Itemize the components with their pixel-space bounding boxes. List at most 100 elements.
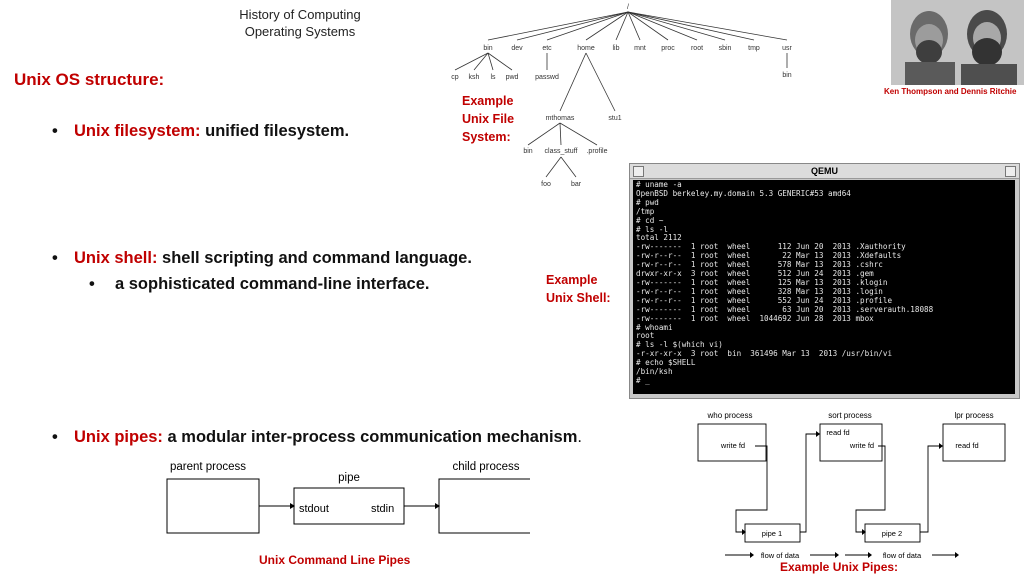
fs-node-profile: .profile bbox=[586, 148, 607, 155]
terminal-line: -rw------- 1 root wheel 125 Mar 13 2013 … bbox=[636, 277, 888, 287]
bullet-pipes-tail: . bbox=[577, 428, 582, 446]
fs-node-stu1: stu1 bbox=[608, 115, 621, 122]
bullet-filesystem: •Unix filesystem: unified filesystem. bbox=[52, 122, 350, 140]
terminal-line: # _ bbox=[636, 375, 650, 385]
bullet-shell: •Unix shell: shell scripting and command… bbox=[52, 249, 472, 267]
bullet-filesystem-keyword: Unix filesystem: bbox=[74, 122, 201, 140]
example-pipes-caption: Example Unix Pipes: bbox=[780, 560, 899, 574]
terminal-title: QEMU bbox=[811, 166, 838, 176]
terminal-line: # cd ~ bbox=[636, 215, 664, 225]
sort-write-fd-label: write fd bbox=[849, 441, 874, 450]
arrow-head-pipe1 bbox=[742, 529, 746, 535]
header-line-1: History of Computing bbox=[239, 7, 361, 22]
terminal-line: root bbox=[636, 331, 655, 341]
sort-process-box bbox=[819, 423, 883, 462]
terminal-line: # pwd bbox=[636, 197, 659, 207]
pipe2-to-lpr-arrow bbox=[920, 445, 943, 533]
fs-node-proc: proc bbox=[661, 45, 675, 52]
terminal-line: -rw------- 1 root wheel 63 Jun 20 2013 .… bbox=[636, 304, 934, 314]
stdout-label: stdout bbox=[299, 503, 329, 515]
fs-node-pwd: pwd bbox=[506, 74, 519, 81]
pipe-label: pipe bbox=[338, 472, 360, 484]
fs-node-etc: etc bbox=[542, 45, 552, 52]
shell-caption-line-2: Unix Shell: bbox=[546, 291, 611, 305]
fs-example-caption: Example Unix File System: bbox=[462, 92, 514, 146]
pipe1-to-sort-arrow bbox=[800, 433, 820, 533]
fs-node-mnt: mnt bbox=[634, 45, 646, 52]
bullet-pipes: •Unix pipes: a modular inter-process com… bbox=[52, 428, 582, 446]
bullet-shell-sub: •a sophisticated command-line interface. bbox=[89, 275, 430, 293]
bullet-pipes-text: a modular inter-process communication me… bbox=[167, 428, 578, 446]
section-title: Unix OS structure: bbox=[14, 70, 165, 89]
portrait-photo-icon bbox=[891, 0, 1024, 85]
flow-arrow-3-head bbox=[868, 552, 872, 558]
terminal-maximize-icon[interactable] bbox=[1005, 166, 1016, 177]
flow-arrow-4-head bbox=[955, 552, 959, 558]
pipe2-label: pipe 2 bbox=[882, 529, 902, 538]
arrow-head-2 bbox=[435, 503, 440, 509]
shell-caption-line-1: Example bbox=[546, 273, 598, 287]
shell-example-caption: Example Unix Shell: bbox=[546, 271, 611, 307]
sort-process-label: sort process bbox=[828, 411, 872, 420]
fs-node-mthomas-bin: bin bbox=[523, 148, 532, 155]
lpr-process-box bbox=[942, 423, 1006, 462]
terminal-line: -rw-r--r-- 1 root wheel 328 Mar 13 2013 … bbox=[636, 286, 883, 296]
flow-of-data-label-1: flow of data bbox=[761, 551, 800, 560]
fs-node-sbin: sbin bbox=[719, 45, 732, 52]
flow-arrow-2-head bbox=[835, 552, 839, 558]
pipe1-label: pipe 1 bbox=[762, 529, 782, 538]
pipe1-box bbox=[744, 523, 801, 543]
fs-node-lib: lib bbox=[612, 45, 619, 52]
photo-caption: Ken Thompson and Dennis Ritchie bbox=[884, 87, 1017, 96]
fs-node-foo: foo bbox=[541, 181, 551, 188]
bullet-shell-text: shell scripting and command language. bbox=[162, 249, 472, 267]
fs-caption-line-3: System: bbox=[462, 130, 511, 144]
fs-node-mthomas: mthomas bbox=[546, 115, 575, 122]
parent-process-box bbox=[166, 478, 260, 534]
arrow-head-1 bbox=[290, 503, 295, 509]
fs-node-ksh: ksh bbox=[469, 74, 480, 81]
fs-node-passwd: passwd bbox=[535, 74, 559, 81]
fs-node-bin: bin bbox=[483, 45, 492, 52]
lpr-read-fd-label: read fd bbox=[955, 441, 978, 450]
bullet-pipes-keyword: Unix pipes: bbox=[74, 428, 163, 446]
flow-of-data-label-2: flow of data bbox=[883, 551, 922, 560]
fs-node-bar: bar bbox=[571, 181, 582, 188]
flow-arrow-1-head bbox=[750, 552, 754, 558]
terminal-line: -rw-r--r-- 1 root wheel 578 Mar 13 2013 … bbox=[636, 260, 883, 270]
arrow-head-sort bbox=[816, 431, 820, 437]
fs-node-root: / bbox=[627, 4, 629, 11]
terminal-line: /tmp bbox=[636, 206, 655, 216]
fs-caption-line-2: Unix File bbox=[462, 112, 515, 126]
terminal-line: OpenBSD berkeley.my.domain 5.3 GENERIC#5… bbox=[636, 188, 851, 198]
who-process-label: who process bbox=[707, 411, 753, 420]
terminal-line: -rw-r--r-- 1 root wheel 22 Mar 13 2013 .… bbox=[636, 251, 902, 261]
who-process-box bbox=[697, 423, 767, 462]
fs-node-dev: dev bbox=[511, 45, 523, 52]
fs-node-usr-bin: bin bbox=[782, 72, 791, 79]
terminal-line: drwxr-xr-x 3 root wheel 512 Jun 24 2013 … bbox=[636, 269, 874, 279]
pipe2-box bbox=[864, 523, 921, 543]
terminal-line: # echo $SHELL bbox=[636, 358, 696, 368]
who-to-pipe1-arrow bbox=[735, 445, 768, 533]
fs-caption-line-1: Example bbox=[462, 94, 514, 108]
fs-tree-diagram: / bin dev etc home lib mnt proc root sbi… bbox=[451, 4, 792, 188]
terminal-line: /bin/ksh bbox=[636, 367, 673, 377]
terminal-line: total 2112 bbox=[636, 233, 682, 243]
terminal-line: -r-xr-xr-x 3 root bin 361496 Mar 13 2013… bbox=[636, 349, 893, 359]
slide-header: History of Computing Operating Systems bbox=[0, 6, 600, 40]
terminal-line: -rw------- 1 root wheel 112 Jun 20 2013 … bbox=[636, 242, 906, 252]
parent-process-label: parent process bbox=[170, 461, 246, 473]
fs-node-ls: ls bbox=[490, 74, 496, 81]
terminal-title-bar: QEMU bbox=[630, 164, 1019, 179]
arrow-head-pipe2 bbox=[862, 529, 866, 535]
terminal-line: -rw-r--r-- 1 root wheel 552 Jun 24 2013 … bbox=[636, 295, 893, 305]
stdin-label: stdin bbox=[371, 503, 394, 515]
sort-read-fd-label: read fd bbox=[826, 428, 849, 437]
who-write-fd-label: write fd bbox=[720, 441, 745, 450]
cmd-pipes-diagram: parent process child process pipe stdout… bbox=[166, 461, 530, 534]
terminal-close-icon[interactable] bbox=[633, 166, 644, 177]
terminal-line: # whoami bbox=[636, 322, 673, 332]
